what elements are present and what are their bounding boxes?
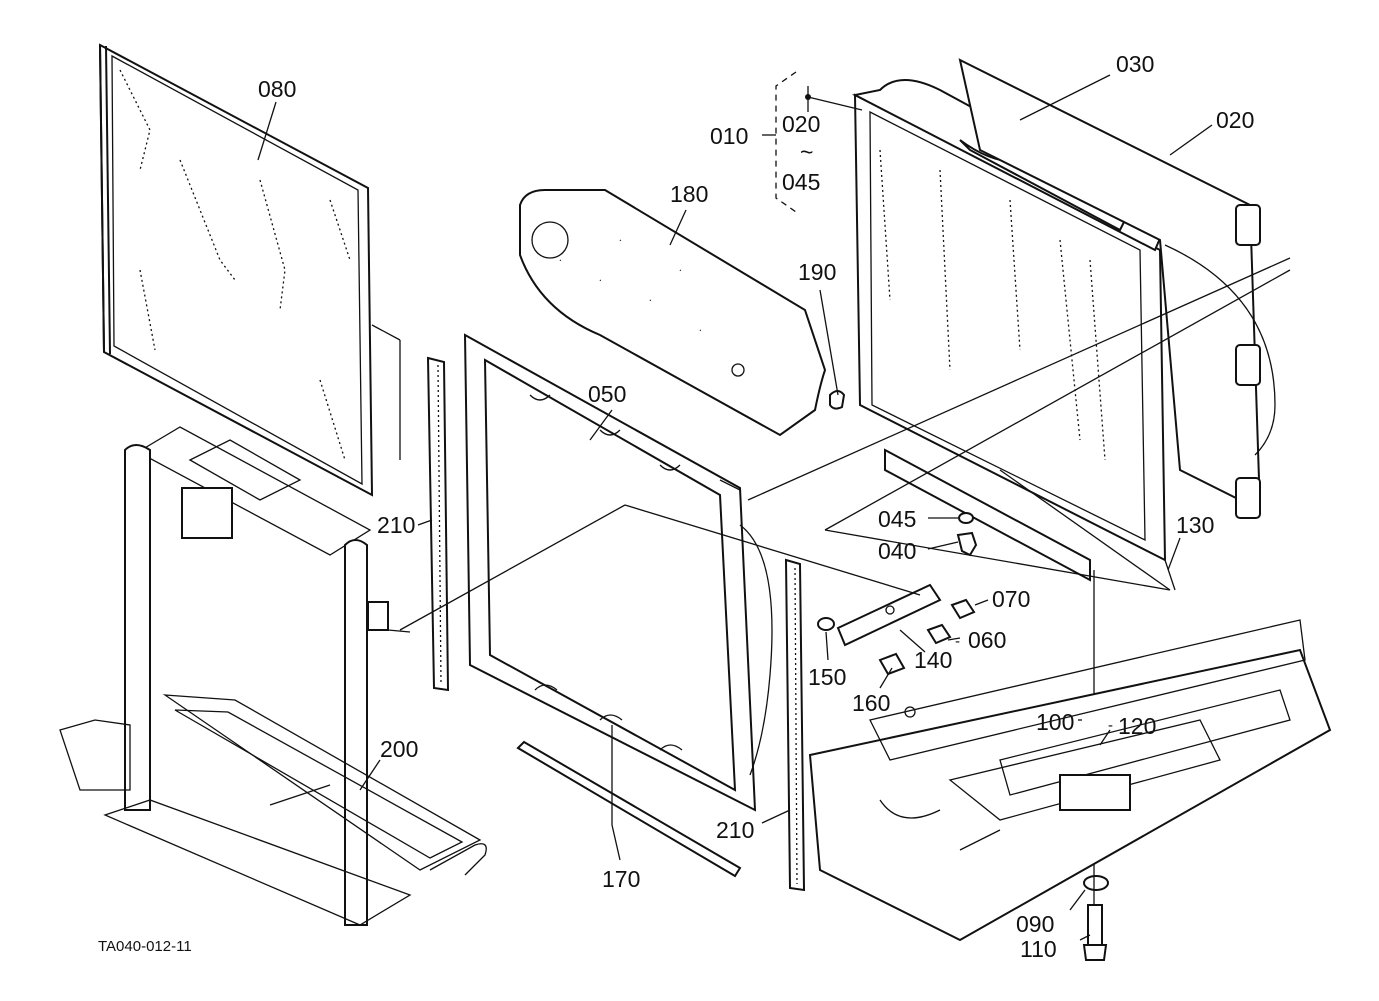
callout-110: 110 [1020, 936, 1057, 962]
callout-060-dash: - [955, 633, 960, 650]
callout-180: 180 [670, 181, 708, 207]
callout-045: 045 [878, 506, 916, 532]
callout-120: 120 [1118, 713, 1156, 739]
part-210-seal-right [784, 558, 806, 892]
part-190-clip [829, 390, 846, 410]
callout-210-lower: 210 [716, 817, 754, 843]
callout-040: 040 [878, 538, 916, 564]
callout-210-upper: 210 [377, 512, 415, 538]
drawing-id: TA040-012-11 [98, 938, 192, 955]
part-140-bracket [836, 583, 942, 647]
callout-030: 030 [1116, 51, 1154, 77]
part-200-frame [59, 324, 487, 926]
part-090-washer [1083, 875, 1109, 891]
base-frame [808, 619, 1332, 942]
callout-190: 190 [798, 259, 836, 285]
callout-160: 160 [852, 690, 890, 716]
part-210-seal-left [426, 356, 450, 692]
callout-leaders [257, 74, 1213, 941]
callout-120-dash: - [1108, 717, 1113, 734]
part-170-seal-bottom [516, 725, 742, 878]
part-050-shroud [463, 333, 773, 812]
callout-labels: 080 030 020 180 190 050 210 210 045 040 … [98, 51, 1254, 962]
callout-070: 070 [992, 586, 1030, 612]
part-110-bolt [1082, 904, 1108, 961]
group-bracket-010 [762, 71, 797, 213]
part-070-bolt [950, 598, 976, 620]
group-range-end: 045 [782, 169, 820, 195]
callout-050: 050 [588, 381, 626, 407]
group-main-010: 010 [710, 123, 748, 149]
part-080-screen [98, 43, 374, 497]
callout-020: 020 [1216, 107, 1254, 133]
part-020-fan-shroud [958, 58, 1276, 519]
part-040-drain-cock [956, 512, 978, 557]
callout-060: 060 [968, 627, 1006, 653]
group-range-tilde: ~ [800, 139, 813, 165]
callout-150: 150 [808, 664, 846, 690]
part-180-baffle [519, 189, 827, 437]
part-150-nut [817, 617, 835, 631]
callout-090: 090 [1016, 911, 1054, 937]
callout-140: 140 [914, 647, 952, 673]
callout-080: 080 [258, 76, 296, 102]
part-060-bolt [926, 623, 952, 645]
part-160-bolt [878, 652, 906, 676]
assembly-lines [399, 257, 1291, 631]
callout-200: 200 [380, 736, 418, 762]
group-range-start: 020 [782, 111, 820, 137]
callout-130: 130 [1176, 512, 1214, 538]
callout-100: 100 [1036, 709, 1074, 735]
callout-170: 170 [602, 866, 640, 892]
